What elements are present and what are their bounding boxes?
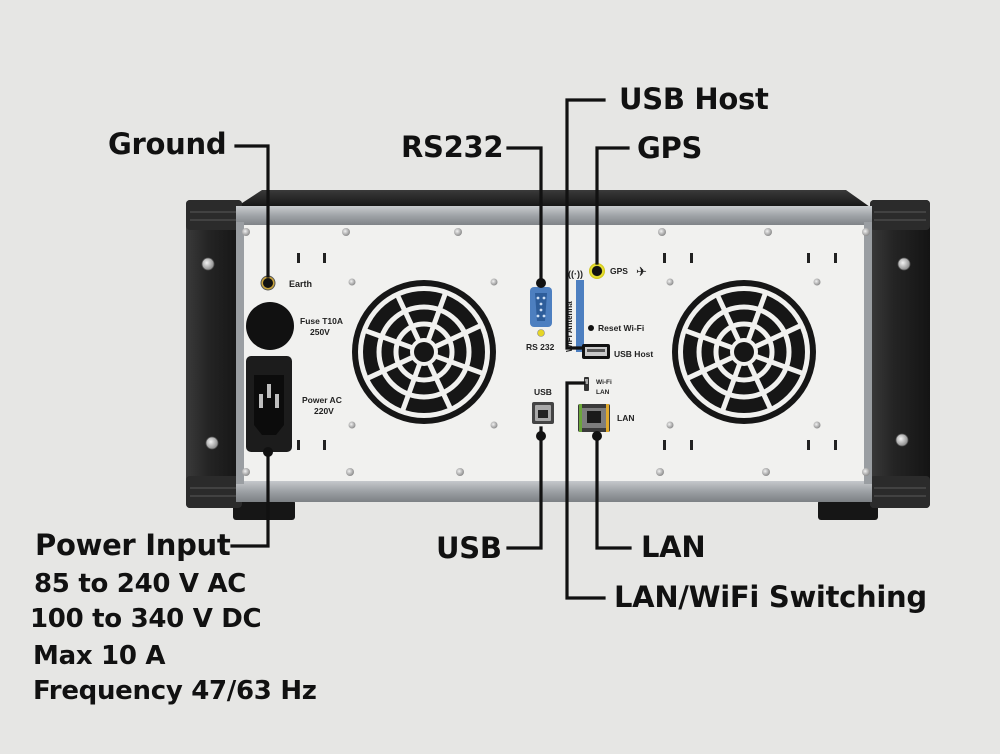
spec-max-current: Max 10 A xyxy=(33,641,166,671)
rs232-callout-line xyxy=(506,146,543,285)
lan-callout: LAN xyxy=(641,530,706,564)
fuse-label-line2: 250V xyxy=(310,327,330,337)
usb-host-port: USB Host xyxy=(582,344,653,359)
usb-host-callout-line xyxy=(565,98,606,350)
usb-host-callout: USB Host xyxy=(619,82,769,116)
reset-wifi-button: Reset Wi-Fi xyxy=(588,323,644,333)
top-lid xyxy=(236,190,870,207)
left-fan-grille xyxy=(352,280,496,424)
gps-port-label: GPS xyxy=(610,266,628,276)
lan-callout-line xyxy=(595,432,632,550)
right-fan-grille xyxy=(672,280,816,424)
rs232-callout: RS232 xyxy=(401,130,504,164)
ground-callout: Ground xyxy=(108,127,227,161)
usb-port-label: USB xyxy=(534,387,552,397)
device-feet xyxy=(233,500,878,520)
panel-screws xyxy=(201,228,911,476)
wifi-antenna-module: WiFi Antenna ((·)) xyxy=(565,269,584,352)
frame-rails xyxy=(236,206,872,502)
callout-dots xyxy=(263,266,602,457)
switch-wifi-label: Wi-Fi xyxy=(596,379,612,386)
switch-lan-label: LAN xyxy=(596,389,610,396)
left-handle xyxy=(186,200,242,508)
callout-lines xyxy=(230,98,632,600)
spec-frequency: Frequency 47/63 Hz xyxy=(33,676,317,706)
earth-label: Earth xyxy=(289,279,312,289)
usb-b-port: USB xyxy=(532,387,554,424)
lan-wifi-switch: Wi-Fi LAN xyxy=(584,377,612,396)
rs232-port: RS 232 xyxy=(526,287,555,352)
gps-callout: GPS xyxy=(637,131,703,165)
spec-ac-range: 85 to 240 V AC xyxy=(34,569,247,599)
reset-wifi-label: Reset Wi-Fi xyxy=(598,323,644,333)
wifi-antenna-icon: ((·)) xyxy=(568,269,583,279)
power-input-callout-line xyxy=(230,450,270,548)
slot-marks xyxy=(297,253,837,450)
ground-callout-line xyxy=(234,144,270,278)
fuse-label-line1: Fuse T10A xyxy=(300,316,343,326)
lan-port-label: LAN xyxy=(617,413,634,423)
lan-rj45-port: LAN xyxy=(578,404,634,432)
lan-wifi-switching-callout-line xyxy=(565,381,606,600)
gps-callout-line xyxy=(595,146,630,265)
wifi-antenna-label: WiFi Antenna xyxy=(565,301,574,352)
power-ac-label-line2: 220V xyxy=(314,406,334,416)
fuse-holder: Fuse T10A 250V xyxy=(246,302,343,350)
lan-wifi-switching-callout: LAN/WiFi Switching xyxy=(614,580,927,614)
power-ac-label-line1: Power AC xyxy=(302,395,342,405)
rs232-port-label: RS 232 xyxy=(526,342,555,352)
right-handle xyxy=(870,200,930,508)
usb-callout-line xyxy=(506,426,543,550)
satellite-icon: ✈ xyxy=(636,264,647,279)
usb-callout: USB xyxy=(436,531,502,565)
power-input-callout: Power Input xyxy=(35,528,231,562)
usb-host-port-label: USB Host xyxy=(614,349,653,359)
spec-dc-range: 100 to 340 V DC xyxy=(30,604,262,634)
power-ac-inlet: Power AC 220V xyxy=(246,356,342,452)
